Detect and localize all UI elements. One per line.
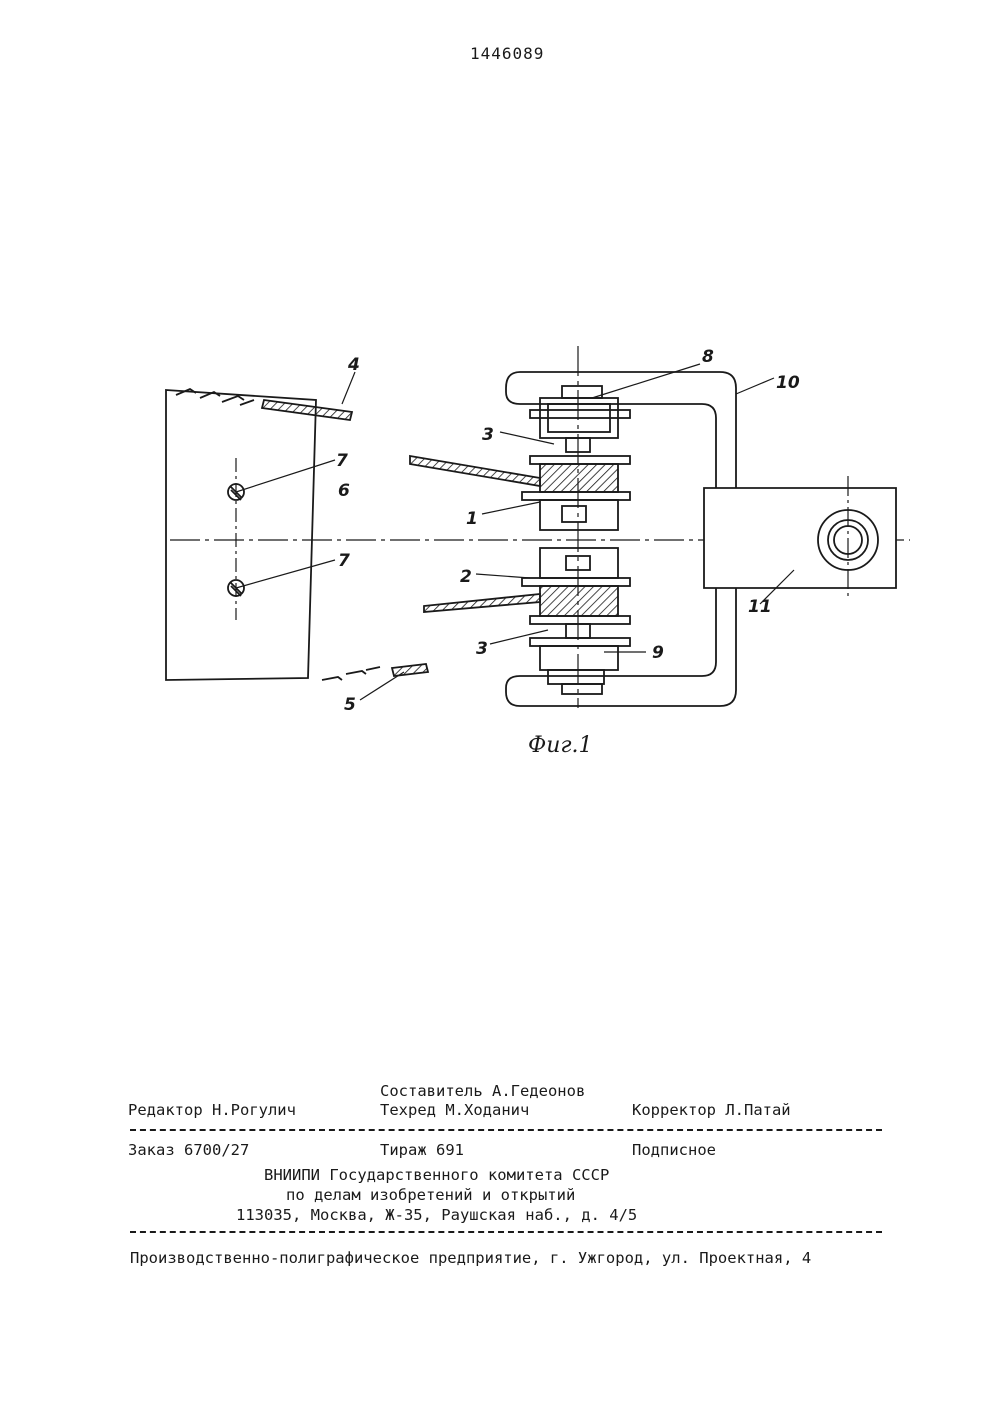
lever-11 <box>703 476 897 600</box>
lower-contact-assembly <box>521 547 631 695</box>
org-line-2: по делам изобретений и открытий <box>286 1186 576 1204</box>
label-3-upper: 3 <box>482 425 494 445</box>
figure-1-drawing: 4 7 6 7 5 8 10 3 1 2 3 9 11 Фиг.1 <box>165 346 910 758</box>
label-4: 4 <box>347 355 360 375</box>
order: Заказ 6700/27 <box>128 1141 250 1159</box>
subscription: Подписное <box>632 1141 716 1159</box>
divider-bottom <box>130 1231 882 1233</box>
editor: Редактор Н.Рогулич <box>128 1101 296 1119</box>
label-7-lower: 7 <box>338 551 350 571</box>
circulation: Тираж 691 <box>380 1141 464 1159</box>
strip-4 <box>175 387 354 422</box>
compiler: Составитель А.Гедеонов <box>380 1082 586 1100</box>
label-1: 1 <box>466 509 478 529</box>
label-6: 6 <box>338 481 350 501</box>
org-line-1: ВНИИПИ Государственного комитета СССР <box>264 1166 610 1184</box>
plate-6 <box>165 389 317 681</box>
printer: Производственно-полиграфическое предприя… <box>130 1249 812 1267</box>
techred: Техред М.Ходанич <box>380 1101 530 1119</box>
patent-number: 1446089 <box>470 44 545 63</box>
divider-top <box>130 1129 882 1131</box>
label-8: 8 <box>702 347 714 367</box>
label-3-lower: 3 <box>476 639 488 659</box>
label-11: 11 <box>748 597 772 617</box>
label-5: 5 <box>344 695 356 715</box>
blade-lower <box>423 593 541 613</box>
label-2: 2 <box>460 567 472 587</box>
frame-10 <box>505 371 737 707</box>
label-7-upper: 7 <box>336 451 348 471</box>
upper-contact-assembly <box>521 385 631 531</box>
org-address: 113035, Москва, Ж-35, Раушская наб., д. … <box>236 1206 638 1224</box>
label-10: 10 <box>776 373 800 393</box>
corrector: Корректор Л.Патай <box>632 1101 791 1119</box>
figure-caption: Фиг.1 <box>528 733 593 758</box>
label-9: 9 <box>652 643 664 663</box>
strip-5 <box>321 663 430 681</box>
blade-upper <box>409 454 541 488</box>
